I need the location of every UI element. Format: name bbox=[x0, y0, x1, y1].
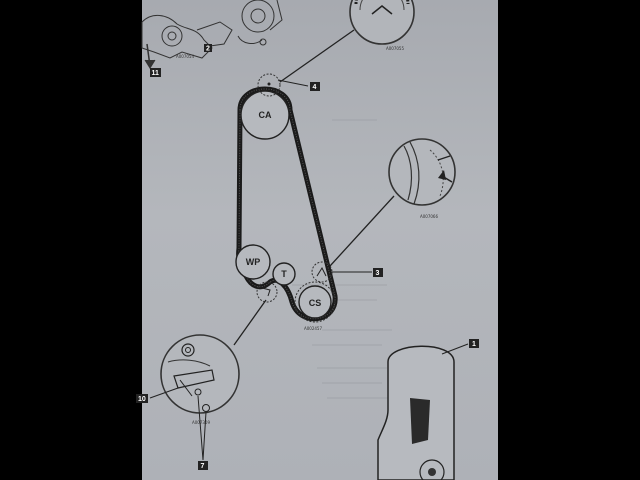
timing-belt-diagram: A007054 2 11 A007055 CA bbox=[136, 0, 479, 480]
callout-4: 4 bbox=[310, 82, 320, 91]
tensioner-pulley: T bbox=[272, 262, 296, 286]
callout-2: 2 bbox=[204, 44, 212, 53]
right-letterbox bbox=[498, 0, 640, 480]
top-right-detail-circle bbox=[349, 0, 415, 45]
figure-code-main: A002457 bbox=[304, 326, 322, 331]
right-detail-leader bbox=[329, 195, 395, 267]
svg-text:3: 3 bbox=[376, 270, 380, 277]
bottom-detail-leader bbox=[233, 299, 267, 346]
right-detail-circle bbox=[388, 138, 456, 206]
crankshaft-pulley-label: CS bbox=[309, 298, 322, 308]
left-letterbox bbox=[0, 0, 142, 480]
page-bleed-through bbox=[292, 119, 392, 399]
svg-text:2: 2 bbox=[206, 46, 210, 53]
svg-text:7: 7 bbox=[201, 463, 205, 470]
callout-10: 10 bbox=[136, 394, 148, 403]
tensioner-bolt-circle bbox=[256, 281, 278, 303]
figure-code-top-right: A007055 bbox=[386, 46, 404, 51]
water-pump-pulley: WP bbox=[235, 244, 271, 280]
timing-belt-cover bbox=[377, 345, 455, 480]
tensioner-bracket bbox=[261, 287, 271, 297]
callout-7-leader-b bbox=[202, 411, 207, 461]
svg-text:11: 11 bbox=[152, 70, 160, 77]
crankshaft-timing-mark bbox=[316, 266, 327, 277]
camshaft-timing-dot bbox=[267, 82, 271, 86]
top-left-engine-drawing bbox=[141, 0, 283, 69]
camshaft-mark-circle bbox=[257, 73, 281, 97]
manual-page: A007054 2 11 A007055 CA bbox=[136, 0, 498, 480]
camshaft-pulley: CA bbox=[240, 90, 290, 140]
figure-code-detail-bottom: A007309 bbox=[192, 420, 210, 425]
figure-code-top-left: A007054 bbox=[176, 54, 194, 59]
svg-text:4: 4 bbox=[313, 84, 317, 91]
svg-text:10: 10 bbox=[138, 396, 146, 403]
callout-1: 1 bbox=[469, 339, 479, 348]
callout-1-leader bbox=[441, 343, 469, 355]
svg-text:1: 1 bbox=[472, 341, 476, 348]
water-pump-pulley-label: WP bbox=[246, 257, 261, 267]
camshaft-pulley-label: CA bbox=[259, 110, 272, 120]
callout-7-leader-a bbox=[197, 395, 204, 461]
tensioner-pulley-label: T bbox=[281, 269, 287, 279]
callout-7: 7 bbox=[198, 461, 208, 470]
callout-11: 11 bbox=[150, 68, 161, 77]
bottom-left-detail-circle bbox=[160, 334, 240, 414]
callout-3: 3 bbox=[373, 268, 383, 277]
figure-code-detail-right: A007066 bbox=[420, 214, 438, 219]
callout-4-leader bbox=[277, 79, 309, 87]
callout-10-leader bbox=[149, 387, 179, 399]
top-detail-leader bbox=[279, 29, 355, 83]
crankshaft-pulley: CS bbox=[294, 281, 336, 323]
